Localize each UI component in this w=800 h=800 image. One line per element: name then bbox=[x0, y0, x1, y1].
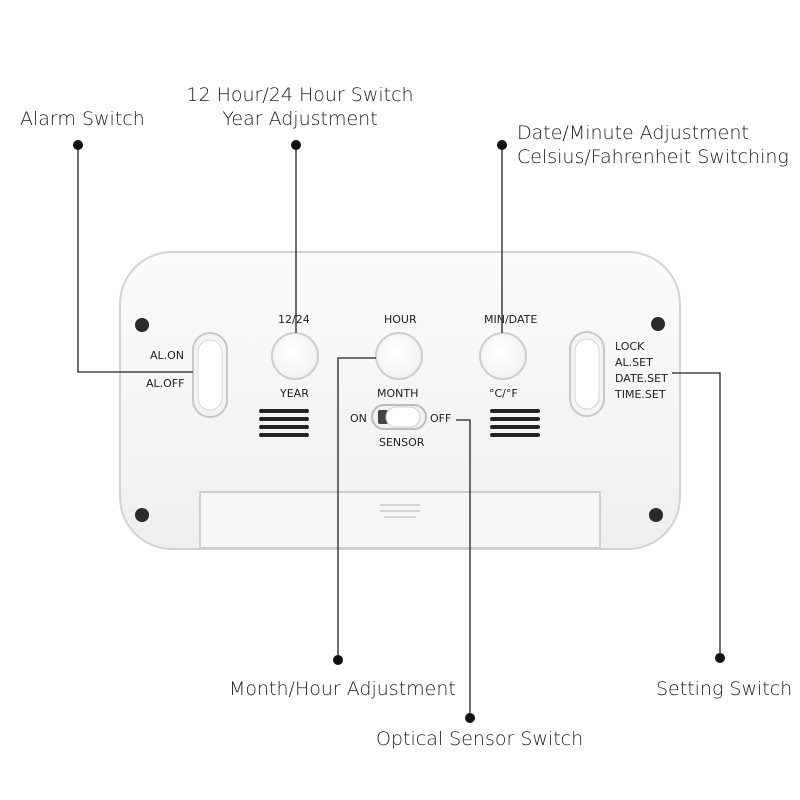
sensor-switch-knob bbox=[385, 406, 421, 428]
alarm-switch-knob bbox=[197, 339, 223, 411]
setting-switch-callout: Setting Switch bbox=[656, 678, 793, 700]
mode-alset-label: AL.SET bbox=[615, 356, 653, 369]
mode-dateset-label: DATE.SET bbox=[615, 372, 668, 385]
button-12-24-label: 12/24 bbox=[278, 313, 310, 326]
optical-sensor-callout: Optical Sensor Switch bbox=[376, 728, 584, 750]
sensor-label: SENSOR bbox=[379, 436, 425, 449]
speaker-grille-left bbox=[259, 409, 309, 437]
date-adjust-callout-line1: Date/Minute Adjustment bbox=[517, 122, 749, 144]
callout-dot bbox=[715, 653, 725, 663]
button-month-label: MONTH bbox=[377, 387, 419, 400]
screw-hole bbox=[135, 508, 149, 522]
month-hour-callout: Month/Hour Adjustment bbox=[229, 678, 456, 700]
hour-switch-callout-line2: Year Adjustment bbox=[222, 108, 378, 130]
callout-dot bbox=[333, 655, 343, 665]
speaker-grille-right bbox=[490, 409, 540, 437]
battery-cover bbox=[199, 491, 601, 549]
sensor-off-label: OFF bbox=[430, 412, 452, 425]
screw-hole bbox=[649, 508, 663, 522]
callout-dot bbox=[291, 140, 301, 150]
callout-dot bbox=[497, 140, 507, 150]
hour-switch-callout-line1: 12 Hour/24 Hour Switch bbox=[186, 84, 414, 106]
mode-timeset-label: TIME.SET bbox=[615, 388, 666, 401]
setting-switch-knob bbox=[574, 338, 600, 410]
alarm-off-label: AL.OFF bbox=[146, 377, 185, 390]
date-adjust-callout-line2: Celsius/Fahrenheit Switching bbox=[517, 146, 789, 168]
button-min-date bbox=[479, 332, 527, 380]
date-adjust-callout: Date/Minute Adjustment Celsius/Fahrenhei… bbox=[517, 121, 789, 169]
button-hour bbox=[375, 332, 423, 380]
callout-dot bbox=[73, 140, 83, 150]
screw-hole bbox=[651, 317, 665, 331]
hour-switch-callout: 12 Hour/24 Hour Switch Year Adjustment bbox=[180, 83, 420, 131]
button-celsius-label: °C/°F bbox=[489, 387, 518, 400]
alarm-switch-callout: Alarm Switch bbox=[20, 108, 145, 130]
button-12-24 bbox=[271, 332, 319, 380]
button-hour-label: HOUR bbox=[384, 313, 417, 326]
button-min-date-label: MIN/DATE bbox=[484, 313, 538, 326]
sensor-on-label: ON bbox=[350, 412, 367, 425]
button-year-label: YEAR bbox=[280, 387, 309, 400]
callout-dot bbox=[465, 713, 475, 723]
screw-hole bbox=[135, 318, 149, 332]
alarm-on-label: AL.ON bbox=[150, 349, 185, 362]
mode-lock-label: LOCK bbox=[615, 340, 645, 353]
